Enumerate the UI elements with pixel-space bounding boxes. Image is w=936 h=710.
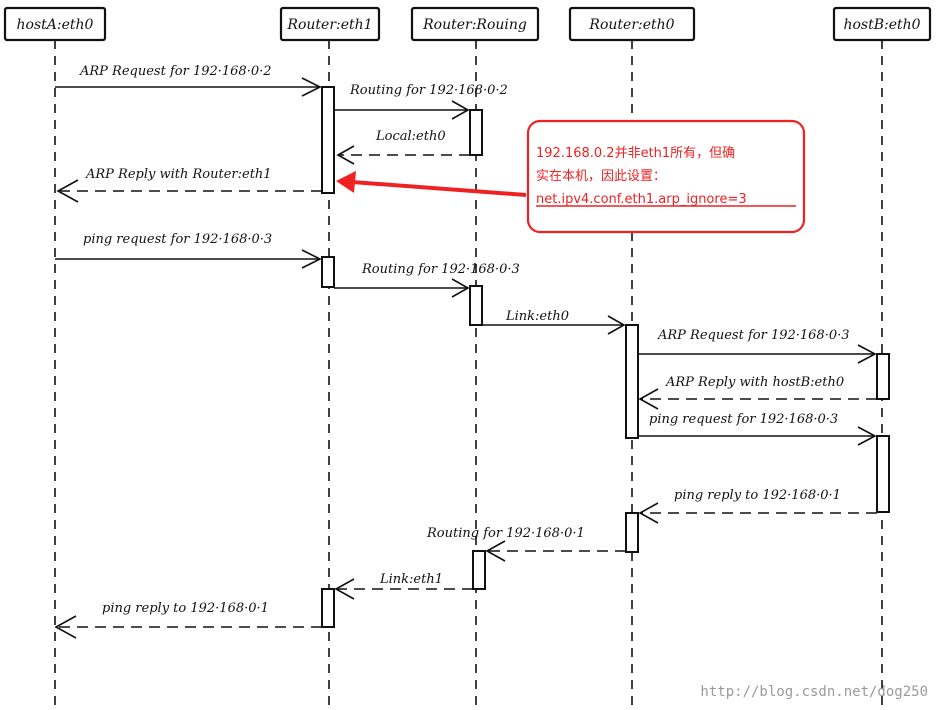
activation-router-eth1 bbox=[321, 86, 335, 194]
message-label: ping reply to 192·168·0·1 bbox=[674, 488, 841, 503]
participant-router-rouing: Router:Rouing bbox=[410, 6, 540, 42]
annotation-line-2: 实在本机，因此设置： bbox=[536, 169, 666, 184]
watermark: http://blog.csdn.net/dog250 bbox=[700, 684, 928, 700]
activation-router-rouing bbox=[469, 285, 483, 326]
message-routing-192-168-0-3: Routing for 192·168·0·3 bbox=[334, 262, 520, 298]
message-local-eth0: Local:eth0 bbox=[336, 129, 470, 165]
message-label: ping request for 192·168·0·3 bbox=[649, 412, 838, 427]
activation-router-eth1 bbox=[321, 256, 335, 288]
message-arp-reply-router-eth1: ARP Reply with Router:eth1 bbox=[56, 167, 322, 203]
message-ping-reply-hostA: ping reply to 192·168·0·1 bbox=[54, 601, 322, 639]
annotation-note: 192.168.0.2并非eth1所有，但确 实在本机，因此设置： net.ip… bbox=[336, 119, 806, 234]
message-link-eth0: Link:eth0 bbox=[482, 309, 626, 335]
annotation-arrow bbox=[351, 180, 527, 197]
activation-router-rouing bbox=[472, 550, 486, 590]
annotation-line-1: 192.168.0.2并非eth1所有，但确 bbox=[536, 146, 735, 161]
participant-hostB-eth0: hostB:eth0 bbox=[832, 6, 932, 42]
message-link-eth1: Link:eth1 bbox=[334, 572, 473, 600]
message-arp-request-192-168-0-3: ARP Request for 192·168·0·3 bbox=[638, 328, 877, 364]
participant-label: Router:Rouing bbox=[422, 17, 527, 33]
message-routing-192-168-0-1: Routing for 192·168·0·1 bbox=[426, 526, 626, 562]
message-ping-request-192-168-0-3: ping request for 192·168·0·3 bbox=[55, 232, 322, 269]
message-label: ping request for 192·168·0·3 bbox=[83, 232, 272, 247]
message-label: ping reply to 192·168·0·1 bbox=[102, 601, 269, 616]
activation-hostB-eth0 bbox=[876, 353, 890, 400]
message-ping-reply-hostB: ping reply to 192·168·0·1 bbox=[638, 488, 877, 524]
message-ping-request-hostB: ping request for 192·168·0·3 bbox=[638, 412, 877, 446]
message-label: Routing for 192·168·0·2 bbox=[349, 83, 508, 98]
annotation-box bbox=[526, 119, 806, 234]
participant-label: hostA:eth0 bbox=[17, 17, 94, 33]
message-label: ARP Request for 192·168·0·2 bbox=[79, 64, 272, 79]
participant-router-eth0: Router:eth0 bbox=[568, 6, 696, 42]
message-label: Routing for 192·168·0·1 bbox=[426, 526, 585, 541]
activation-router-eth0 bbox=[625, 324, 639, 439]
message-routing-192-168-0-2: Routing for 192·168·0·2 bbox=[334, 83, 508, 120]
participant-label: Router:eth0 bbox=[588, 17, 674, 33]
participant-hostA-eth0: hostA:eth0 bbox=[3, 6, 107, 42]
annotation-arrowhead bbox=[336, 171, 356, 193]
participant-label: Router:eth1 bbox=[286, 17, 372, 33]
participant-label: hostB:eth0 bbox=[843, 17, 920, 33]
activation-hostB-eth0 bbox=[876, 435, 890, 513]
annotation-line-3: net.ipv4.conf.eth1.arp_ignore=3 bbox=[536, 192, 747, 207]
message-label: ARP Reply with hostB:eth0 bbox=[665, 375, 844, 390]
message-label: ARP Reply with Router:eth1 bbox=[85, 167, 272, 182]
participant-router-eth1: Router:eth1 bbox=[279, 6, 381, 42]
message-label: Routing for 192·168·0·3 bbox=[361, 262, 520, 277]
activation-router-eth0 bbox=[625, 512, 639, 553]
message-arp-reply-hostB-eth0: ARP Reply with hostB:eth0 bbox=[638, 375, 877, 410]
message-label: Link:eth1 bbox=[379, 572, 443, 587]
message-label: ARP Request for 192·168·0·3 bbox=[657, 328, 850, 343]
message-label: Local:eth0 bbox=[375, 129, 446, 144]
activation-router-eth1 bbox=[321, 588, 335, 628]
message-arp-request-192-168-0-2: ARP Request for 192·168·0·2 bbox=[55, 64, 322, 97]
message-label: Link:eth0 bbox=[505, 309, 569, 324]
activation-router-rouing bbox=[469, 109, 483, 156]
